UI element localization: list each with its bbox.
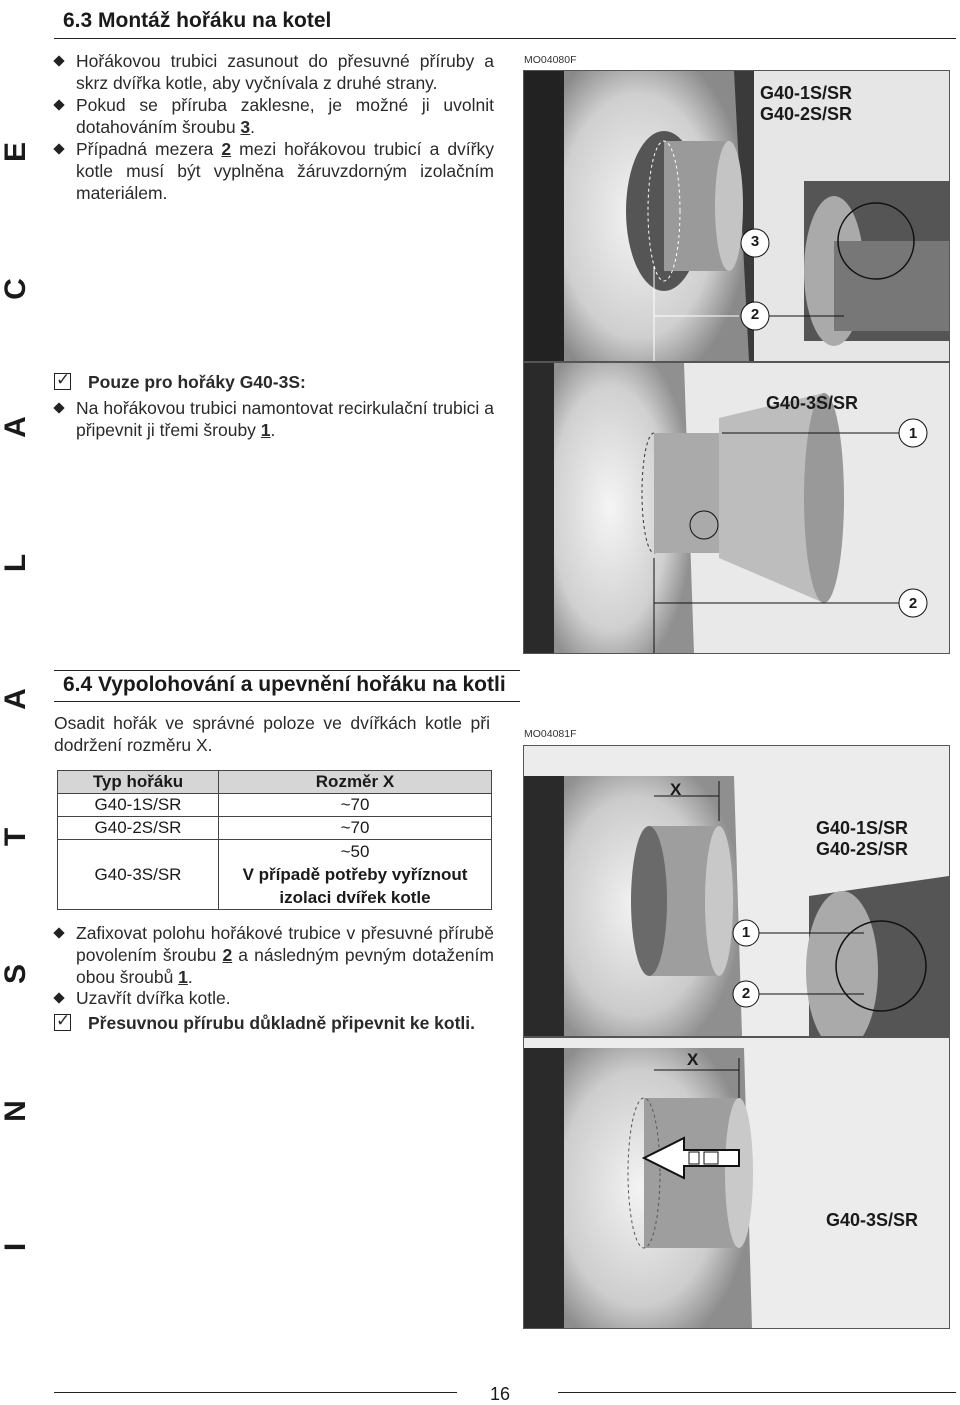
model-label: G40-3S/SR [826, 1210, 919, 1230]
table-row: G40-2S/SR ~70 [57, 816, 492, 840]
table-cell: G40-1S/SR [57, 793, 219, 817]
dimension-x-label: X [670, 780, 682, 799]
section-heading-6-3: 6.3 Montáž hořáku na kotel [54, 4, 956, 39]
dimension-table: Typ hořáku Rozměr X G40-1S/SR ~70 G40-2S… [57, 770, 492, 910]
model-label-group: G40-1S/SR G40-2S/SR [760, 83, 852, 125]
table-cell: ~70 [218, 793, 492, 817]
figure-1b-photo: G40-3S/SR 1 2 [523, 362, 950, 654]
burner-illustration [524, 71, 949, 361]
table-cell-note: V případě potřeby vyříznout izolaci dvíř… [242, 865, 468, 907]
bullet-icon [53, 402, 65, 414]
bullet-icon [53, 99, 65, 111]
note-g40-3s: Pouze pro hořáky G40-3S: [54, 369, 494, 393]
bullet-icon [53, 143, 65, 155]
checkbox-icon [54, 369, 71, 391]
figure-code: MO04080F [524, 54, 577, 66]
callout-3: 3 [750, 233, 760, 250]
figure-code: MO04081F [524, 728, 577, 740]
sidebar-language-label: E C A L A T S N I [0, 0, 32, 1401]
figure-2a-photo: X G40-1S/SR G40-2S/SR 1 2 [523, 745, 950, 1037]
checkbox-icon [54, 1010, 71, 1032]
sidebar-letter: A [0, 416, 32, 438]
list-item: Případná mezera 2 mezi hořákovou trubicí… [53, 138, 494, 204]
burner-g40-3s-position-illustration [524, 1038, 949, 1328]
sidebar-letter: I [0, 1242, 32, 1252]
model-label-group: G40-1S/SR G40-2S/SR [816, 818, 908, 860]
table-header: Typ hořáku [57, 770, 219, 794]
table-cell: G40-3S/SR [57, 839, 219, 910]
list-item: Hořákovou trubici zasunout do přesuvné p… [53, 50, 494, 94]
callout-1: 1 [908, 425, 918, 442]
table-header-row: Typ hořáku Rozměr X [57, 770, 492, 794]
table-header: Rozměr X [218, 770, 492, 794]
list-item: Uzavřít dvířka kotle. [53, 987, 494, 1009]
burner-position-illustration [524, 746, 949, 1036]
sidebar-letter: L [0, 553, 32, 573]
list-item: Zafixovat polohu hořákové trubice v přes… [53, 922, 494, 988]
footer-rule [54, 1392, 457, 1393]
table-cell: G40-2S/SR [57, 816, 219, 840]
callout-2: 2 [908, 595, 918, 612]
burner-g40-3s-illustration [524, 363, 949, 653]
figure-2b-photo: X G40-3S/SR [523, 1037, 950, 1329]
dimension-x-label: X [687, 1050, 699, 1069]
sidebar-letter: S [0, 964, 32, 985]
model-label: G40-2S/SR [816, 839, 909, 859]
callout-2: 2 [750, 306, 760, 323]
section-heading-6-4: 6.4 Vypolohování a upevnění hořáku na ko… [54, 670, 520, 702]
sidebar-letter: A [0, 688, 32, 710]
sidebar-letter: T [0, 827, 32, 847]
table-cell: ~50 V případě potřeby vyříznout izolaci … [218, 839, 492, 910]
list-item: Pokud se příruba zaklesne, je možné ji u… [53, 94, 494, 138]
list-item: Na hořákovou trubici namontovat recirkul… [53, 397, 494, 441]
footer-rule [558, 1392, 956, 1393]
sidebar-letter: C [0, 278, 32, 300]
model-label: G40-3S/SR [766, 393, 859, 413]
model-label: G40-1S/SR [816, 818, 909, 838]
callout-1: 1 [741, 924, 751, 941]
sidebar-letter: E [0, 142, 32, 163]
table-row: G40-3S/SR ~50 V případě potřeby vyříznou… [57, 839, 492, 910]
table-row: G40-1S/SR ~70 [57, 793, 492, 817]
callout-2: 2 [741, 985, 751, 1002]
table-cell-value: ~50 [340, 842, 370, 861]
bullet-icon [53, 55, 65, 67]
model-label: G40-2S/SR [760, 104, 853, 124]
note-final: Přesuvnou přírubu důkladně připevnit ke … [54, 1010, 514, 1034]
bullet-icon [53, 992, 65, 1004]
intro-text: Osadit hořák ve správné poloze ve dvířká… [54, 713, 490, 755]
table-cell: ~70 [218, 816, 492, 840]
sidebar-letter: N [0, 1100, 32, 1122]
figure-1a-photo: G40-1S/SR G40-2S/SR 3 2 [523, 70, 950, 362]
page-number: 16 [490, 1384, 511, 1404]
model-label: G40-1S/SR [760, 83, 853, 103]
bullet-icon [53, 927, 65, 939]
